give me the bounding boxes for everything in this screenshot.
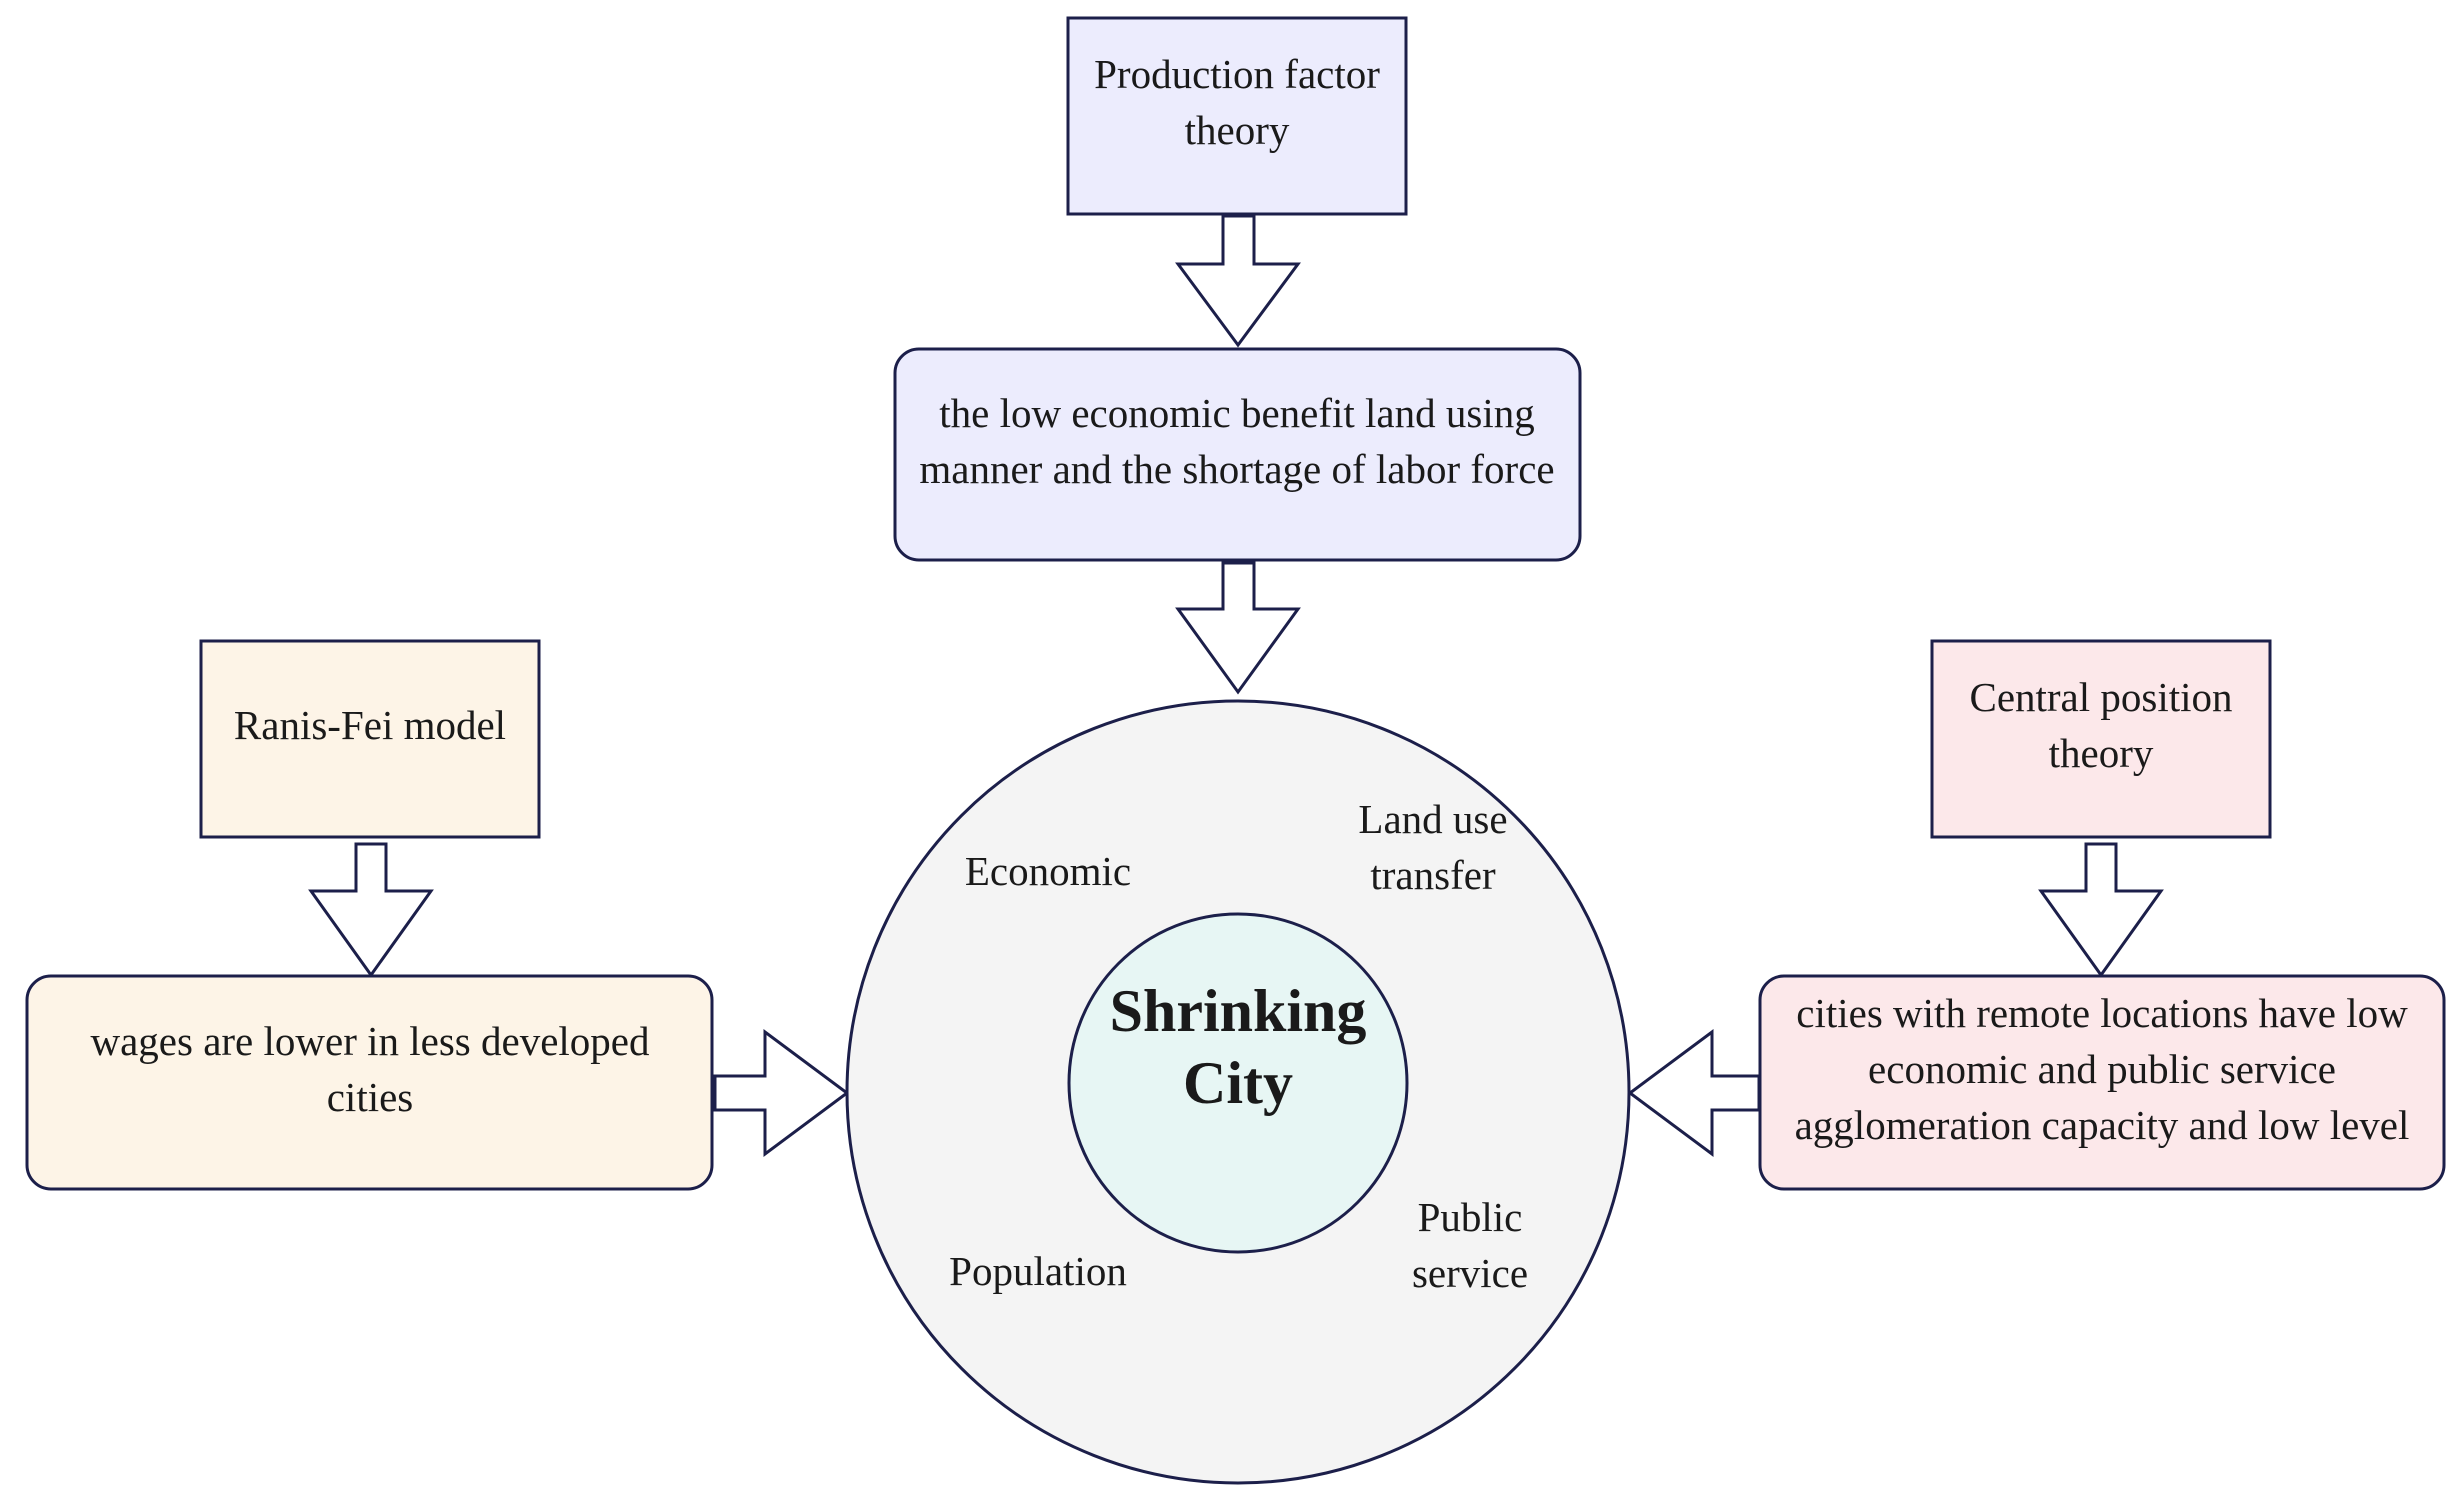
remote-locations-label-line: economic and public service (1868, 1046, 2336, 1092)
public-service-label-line: Public (1418, 1194, 1523, 1240)
wages-lower-label-line: wages are lower in less developed (91, 1018, 650, 1064)
wages-lower-label-line: cities (327, 1074, 414, 1120)
public-service-label: Public service (1412, 1194, 1528, 1296)
remote-locations-label-line: cities with remote locations have low (1796, 990, 2408, 1036)
central-position-theory-label-line: Central position (1969, 674, 2232, 720)
wages-lower-box (25, 974, 714, 1191)
land-use-transfer-label: Land use transfer (1358, 796, 1507, 898)
ranis-fei-model-label-line: Ranis-Fei model (234, 702, 506, 748)
low-economic-benefit-label-line: manner and the shortage of labor force (919, 446, 1554, 492)
arrow-top-down-2 (1175, 561, 1301, 695)
arrow-right-left (1627, 1029, 1761, 1157)
ranis-fei-model-box (199, 639, 541, 839)
remote-locations-label-line: agglomeration capacity and low level (1795, 1102, 2410, 1148)
shrinking-city-label-line: City (1183, 1050, 1293, 1116)
land-use-transfer-label-line: transfer (1370, 852, 1496, 898)
low-economic-benefit-box (893, 347, 1582, 562)
economic-label: Economic (965, 848, 1131, 894)
remote-locations-label: cities with remote locations have low eco… (1795, 990, 2410, 1148)
land-use-transfer-label-line: Land use (1358, 796, 1507, 842)
arrow-top-down-1 (1175, 214, 1301, 348)
population-label: Population (949, 1248, 1127, 1294)
central-position-theory-label: Central position theory (1969, 674, 2232, 776)
shrinking-city-label-line: Shrinking (1110, 978, 1367, 1044)
shrinking-city-circle (1067, 912, 1409, 1254)
public-service-label-line: service (1412, 1250, 1528, 1296)
economic-label-line: Economic (965, 848, 1131, 894)
low-economic-benefit-label-line: the low economic benefit land using (939, 390, 1534, 436)
production-factor-theory-box (1066, 16, 1408, 216)
production-factor-theory-label: Production factor theory (1094, 51, 1380, 153)
production-factor-theory-label-line: Production factor (1094, 51, 1380, 97)
arrow-right-down (2038, 842, 2164, 978)
low-economic-benefit-label: the low economic benefit land using manne… (919, 390, 1554, 492)
arrow-left-right (713, 1029, 850, 1157)
central-position-theory-label-line: theory (2049, 730, 2154, 776)
central-position-theory-box (1930, 639, 2272, 839)
production-factor-theory-label-line: theory (1185, 107, 1290, 153)
population-label-line: Population (949, 1248, 1127, 1294)
arrow-left-down (308, 842, 434, 978)
ranis-fei-model-label: Ranis-Fei model (234, 702, 506, 748)
wages-lower-label: wages are lower in less developed cities (91, 1018, 650, 1120)
